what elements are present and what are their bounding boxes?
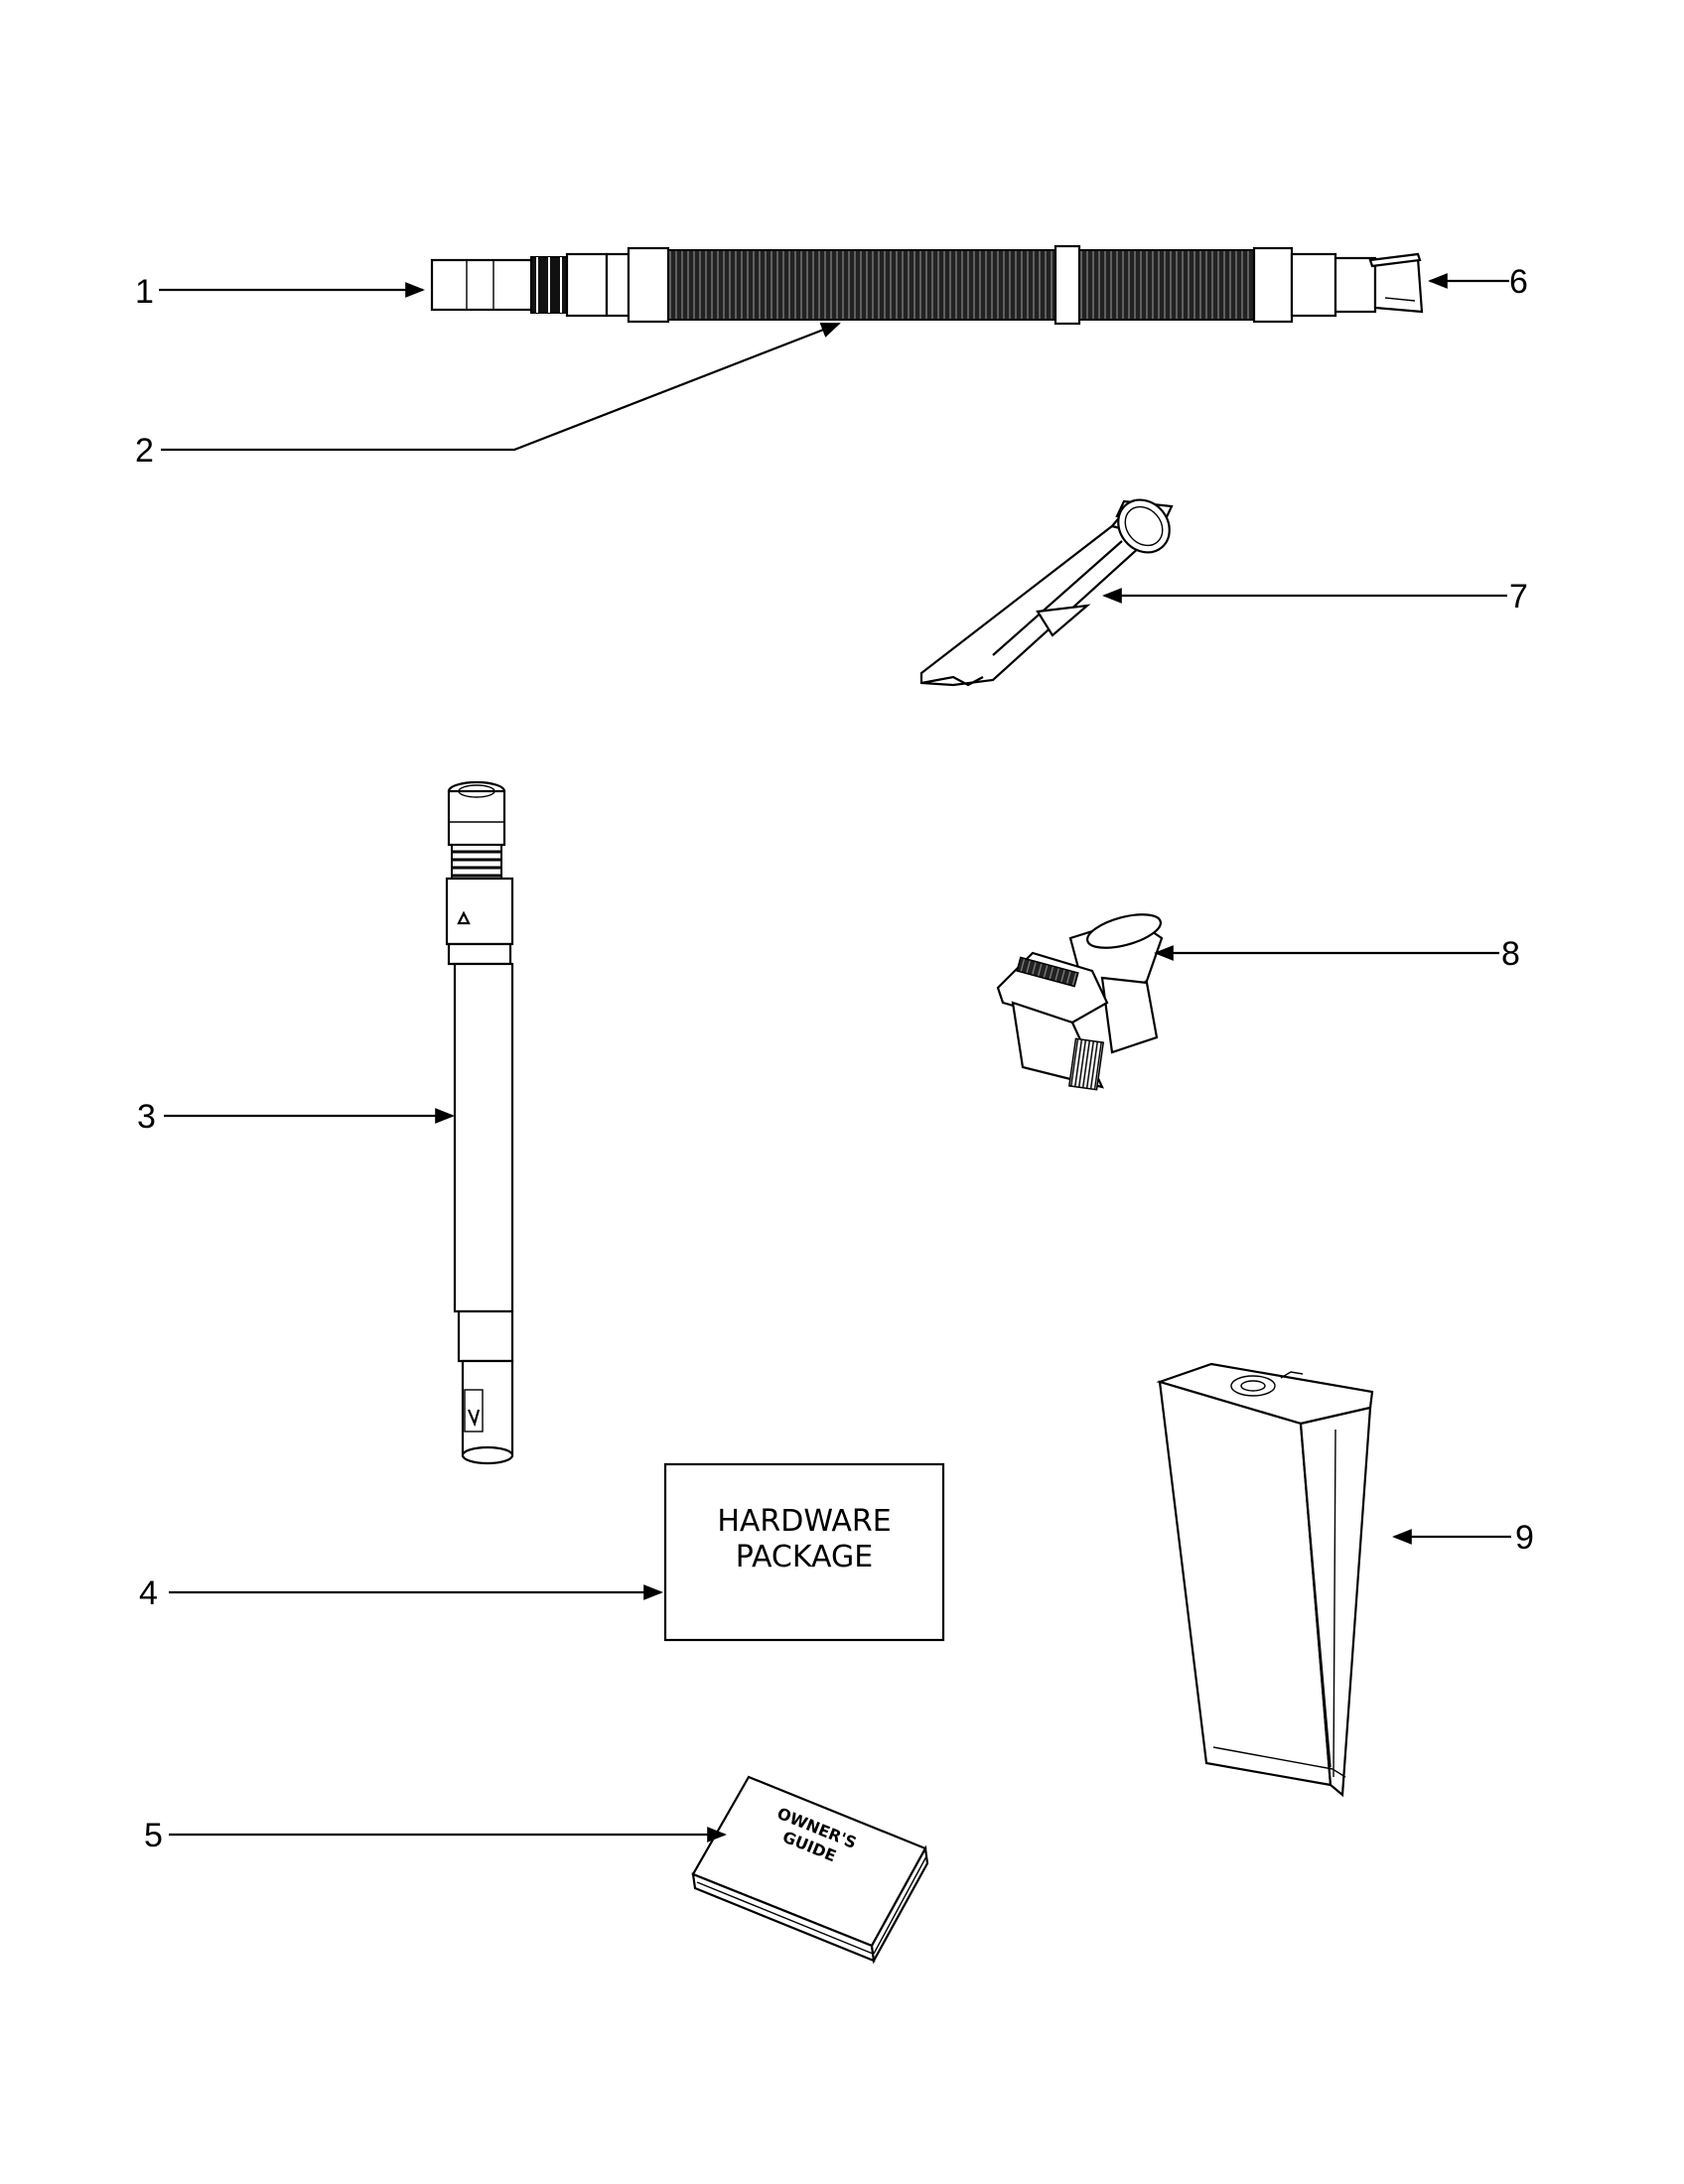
dust-bag <box>1156 1362 1374 1798</box>
callout-numbers: 1 2 3 4 5 6 7 8 9 <box>135 263 1534 1854</box>
callout-1: 1 <box>135 273 154 311</box>
callout-9: 9 <box>1515 1519 1534 1557</box>
callout-6: 6 <box>1509 263 1528 301</box>
callout-7: 7 <box>1509 578 1528 615</box>
hardware-package-line2: PACKAGE <box>736 1540 873 1574</box>
leader-lines <box>159 273 1511 1843</box>
extension-wand <box>445 780 514 1465</box>
upholstery-tool <box>996 913 1164 1091</box>
owners-guide-book: OWNER'S GUIDE <box>691 1775 929 1965</box>
callout-5: 5 <box>144 1817 163 1854</box>
hardware-package-line1: HARDWARE <box>717 1504 891 1539</box>
hardware-package: HARDWARE PACKAGE <box>663 1462 945 1642</box>
callout-2: 2 <box>135 432 154 470</box>
callout-3: 3 <box>137 1098 156 1136</box>
callout-8: 8 <box>1501 935 1520 973</box>
callout-4: 4 <box>139 1574 158 1612</box>
crevice-tool <box>919 498 1174 687</box>
hose-assembly <box>430 244 1424 326</box>
